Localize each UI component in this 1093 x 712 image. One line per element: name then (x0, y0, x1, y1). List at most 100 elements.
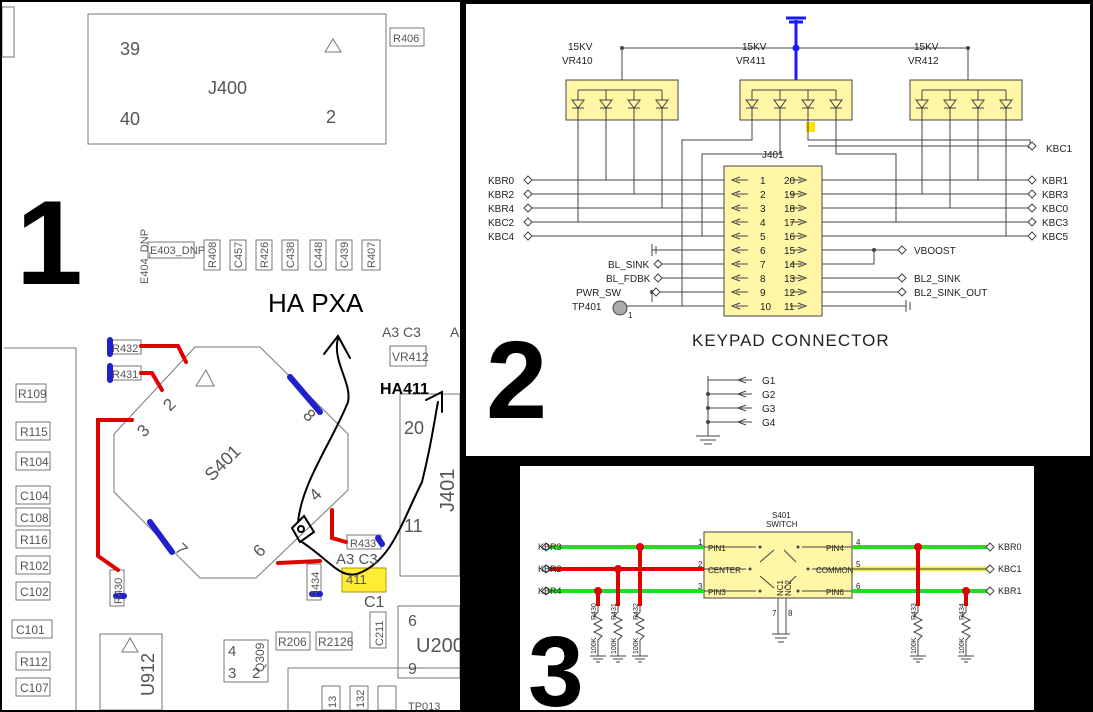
panel-number-1: 1 (16, 176, 83, 310)
nc1-label: NC1 (776, 579, 785, 596)
vr412-kv: 15KV (914, 42, 939, 53)
connector-pin-left (730, 204, 748, 212)
connector-pin-left (730, 274, 748, 282)
connector-pin-number-left: 3 (760, 204, 766, 215)
c102-label: C102 (20, 585, 49, 599)
net-port (897, 287, 907, 297)
connector-pin-number-left: 10 (760, 302, 772, 313)
nc-pin-7: 7 (772, 609, 777, 618)
blue-pads (107, 337, 385, 599)
r407-label: R407 (366, 242, 378, 268)
net-port (897, 273, 907, 283)
tp401-pin: 1 (628, 311, 633, 320)
u200-pin-6: 6 (408, 613, 417, 630)
a3c3-bottom-label: A3 C3 (336, 551, 378, 568)
net-port (523, 203, 533, 213)
u200-pin-9: 9 (408, 661, 417, 678)
net-port (523, 189, 533, 199)
c132-label: 132 (355, 690, 367, 708)
c108-label: C108 (20, 511, 49, 525)
tvs-diode-symbol (801, 90, 815, 120)
tp401-pad (612, 300, 628, 316)
common-label: COMMON (816, 566, 854, 575)
net-kbc2-left: KBC2 (488, 218, 515, 229)
net-port (1027, 141, 1037, 151)
vr411-ref: VR411 (736, 56, 766, 67)
net-port (1027, 203, 1037, 213)
connector-pin-number-right: 17 (784, 218, 796, 229)
c211-label: C211 (374, 621, 386, 646)
u912-label: U912 (138, 653, 158, 696)
e404-label: E404_DNP (139, 229, 151, 284)
connector-pin-left (730, 190, 748, 198)
r430-value: 100K (591, 637, 598, 654)
r2126-label: R2126 (318, 635, 354, 649)
q309-label: Q309 (253, 642, 267, 672)
net-vboost: VBOOST (914, 246, 956, 257)
net-kbr3-right: KBR3 (1042, 190, 1069, 201)
r426-label: R426 (259, 242, 271, 268)
connector-pin-number-left: 2 (760, 190, 766, 201)
annotation-to-411: НА411 (380, 381, 429, 398)
tvs-diode-symbol (971, 90, 985, 120)
net-kbr1-right: KBR1 (998, 586, 1022, 596)
r434-ref: R434 (959, 603, 966, 620)
s401-pin-7: 7 (171, 539, 191, 559)
ground-g4: G4 (762, 418, 776, 429)
r431-label: R431 (112, 369, 138, 381)
r408-label: R408 (207, 242, 219, 268)
r406-outline (389, 27, 425, 47)
j400-pin-2: 2 (326, 107, 336, 127)
net-port (523, 231, 533, 241)
connector-pin-left (730, 176, 748, 184)
pin-number-6: 6 (856, 582, 861, 591)
connector-pin-left (730, 260, 748, 268)
pin-number-1: 1 (698, 538, 703, 547)
connector-pin-number-right: 19 (784, 190, 796, 201)
tvs-diode-symbol (773, 90, 787, 120)
vr410-kv: 15KV (568, 42, 593, 53)
r13-label: 13 (327, 696, 339, 708)
tvs-diode-symbol (943, 90, 957, 120)
pcb-layout-panel: 1 39 40 2 J400 R406 R408 C457 R426 C438 … (2, 2, 460, 710)
c438-label: C438 (285, 242, 297, 268)
pin1-label: PIN1 (708, 544, 726, 553)
r432-ref: R432 (633, 603, 640, 620)
net-port (1027, 189, 1037, 199)
a-top-label: A (450, 324, 460, 340)
connector-pin-number-left: 5 (760, 232, 766, 243)
connector-pin-left (730, 218, 748, 226)
s401-pin-8: 8 (299, 405, 319, 425)
connector-pin-left (730, 302, 748, 310)
connector-pin-right (790, 288, 808, 296)
panel-number-3: 3 (528, 616, 584, 710)
net-kbr4-left: KBR4 (488, 204, 515, 215)
j401-pin-20: 20 (404, 418, 424, 438)
tvs-diode-symbol (627, 90, 641, 120)
pulldown-resistors (590, 606, 974, 663)
switch-contacts (704, 546, 852, 643)
vr410-ref: VR410 (562, 56, 593, 67)
c439-label: C439 (339, 242, 351, 268)
connector-pin-number-right: 16 (784, 232, 796, 243)
connector-pin-number-right: 12 (784, 288, 796, 299)
net-port (1027, 217, 1037, 227)
c1-label: C1 (364, 594, 385, 611)
ground-pin (736, 390, 747, 398)
vr412-ref: VR412 (908, 56, 939, 67)
ground-pin (736, 376, 747, 384)
net-port (897, 245, 907, 255)
nc-pin-8: 8 (788, 609, 793, 618)
r102-label: R102 (20, 559, 49, 573)
keypad-connector-title: KEYPAD CONNECTOR (692, 331, 890, 350)
net-kbc1-right: KBC1 (998, 564, 1022, 574)
hand-drawn-arrows (290, 334, 443, 576)
r109-label: R109 (18, 387, 47, 401)
pin-number-5: 5 (856, 560, 861, 569)
s401-body (703, 531, 853, 599)
net-port (653, 273, 663, 283)
r112-label: R112 (20, 655, 48, 669)
j401-pin-11: 11 (404, 516, 423, 536)
s401-pin-6: 6 (249, 541, 269, 561)
net-bl2-sink-out: BL2_SINK_OUT (914, 288, 987, 299)
